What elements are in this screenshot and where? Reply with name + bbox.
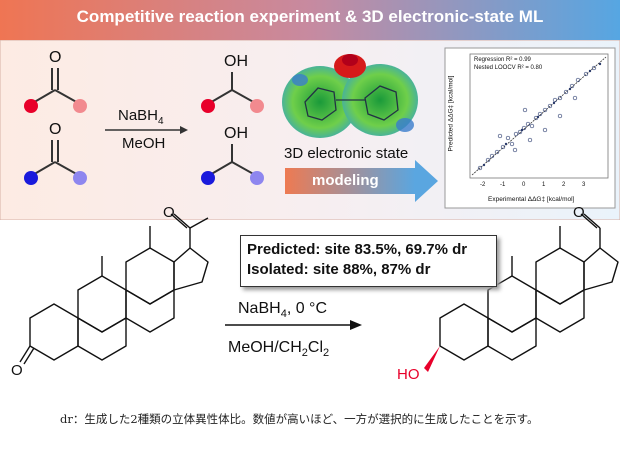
isolated-result: Isolated: site 88%, 87% dr <box>247 261 431 278</box>
predicted-result: Predicted: site 83.5%, 69.7% dr <box>247 241 468 258</box>
steroid-alcohol <box>439 213 619 361</box>
parity-plot <box>444 47 616 209</box>
alcohol-red-pink <box>201 72 264 113</box>
plot-xtick-4: 1 <box>542 182 546 188</box>
ketone2-O-label: O <box>49 121 62 138</box>
plot-xtick-2: -1 <box>500 182 506 188</box>
ketone-blue-lavender <box>24 140 87 185</box>
banner <box>0 0 620 40</box>
reagent-label: NaBH4 <box>118 107 164 127</box>
ketone-red-pink <box>24 68 87 113</box>
electronic-state-surface <box>282 54 418 138</box>
acetyl-O-left-label: O <box>163 204 175 221</box>
plot-xtick-3: 0 <box>522 182 526 188</box>
ketone1-O-label: O <box>49 49 62 66</box>
electronic-state-label: 3D electronic state <box>284 145 409 162</box>
steroid-ketone <box>19 213 209 365</box>
plot-xlabel: Experimental ΔΔG‡ [kcal/mol] <box>488 196 575 203</box>
bottom-solvent-label: MeOH/CH2Cl2 <box>228 339 330 360</box>
ketone-O-label: O <box>11 362 23 379</box>
alcohol2-OH-label: OH <box>224 125 248 142</box>
plot-legend-line2: Nested LOOCV R² = 0.80 <box>474 65 543 71</box>
plot-legend-line1: Regression R² = 0.99 <box>474 57 531 63</box>
modeling-arrow <box>285 160 438 202</box>
solvent-label: MeOH <box>122 135 166 152</box>
bottom-reagent-label: NaBH4, 0 °C <box>238 300 327 321</box>
alcohol1-OH-label: OH <box>224 53 248 70</box>
modeling-label: modeling <box>312 172 379 189</box>
caption: dr：生成した2種類の立体異性体比。数値が高いほど、一方が選択的に生成したことを… <box>60 412 539 426</box>
top-panel <box>0 40 620 220</box>
result-box: Predicted: site 83.5%, 69.7% dr Isolated… <box>240 235 497 287</box>
alcohol-blue-lavender <box>201 144 264 185</box>
product-HO-label: HO <box>397 366 420 383</box>
acetyl-O-right-label: O <box>573 204 585 221</box>
plot-xtick-5: 2 <box>562 182 566 188</box>
banner-title: Competitive reaction experiment & 3D ele… <box>76 7 544 26</box>
plot-xtick-6: 3 <box>582 182 586 188</box>
plot-xtick-1: -2 <box>480 182 486 188</box>
